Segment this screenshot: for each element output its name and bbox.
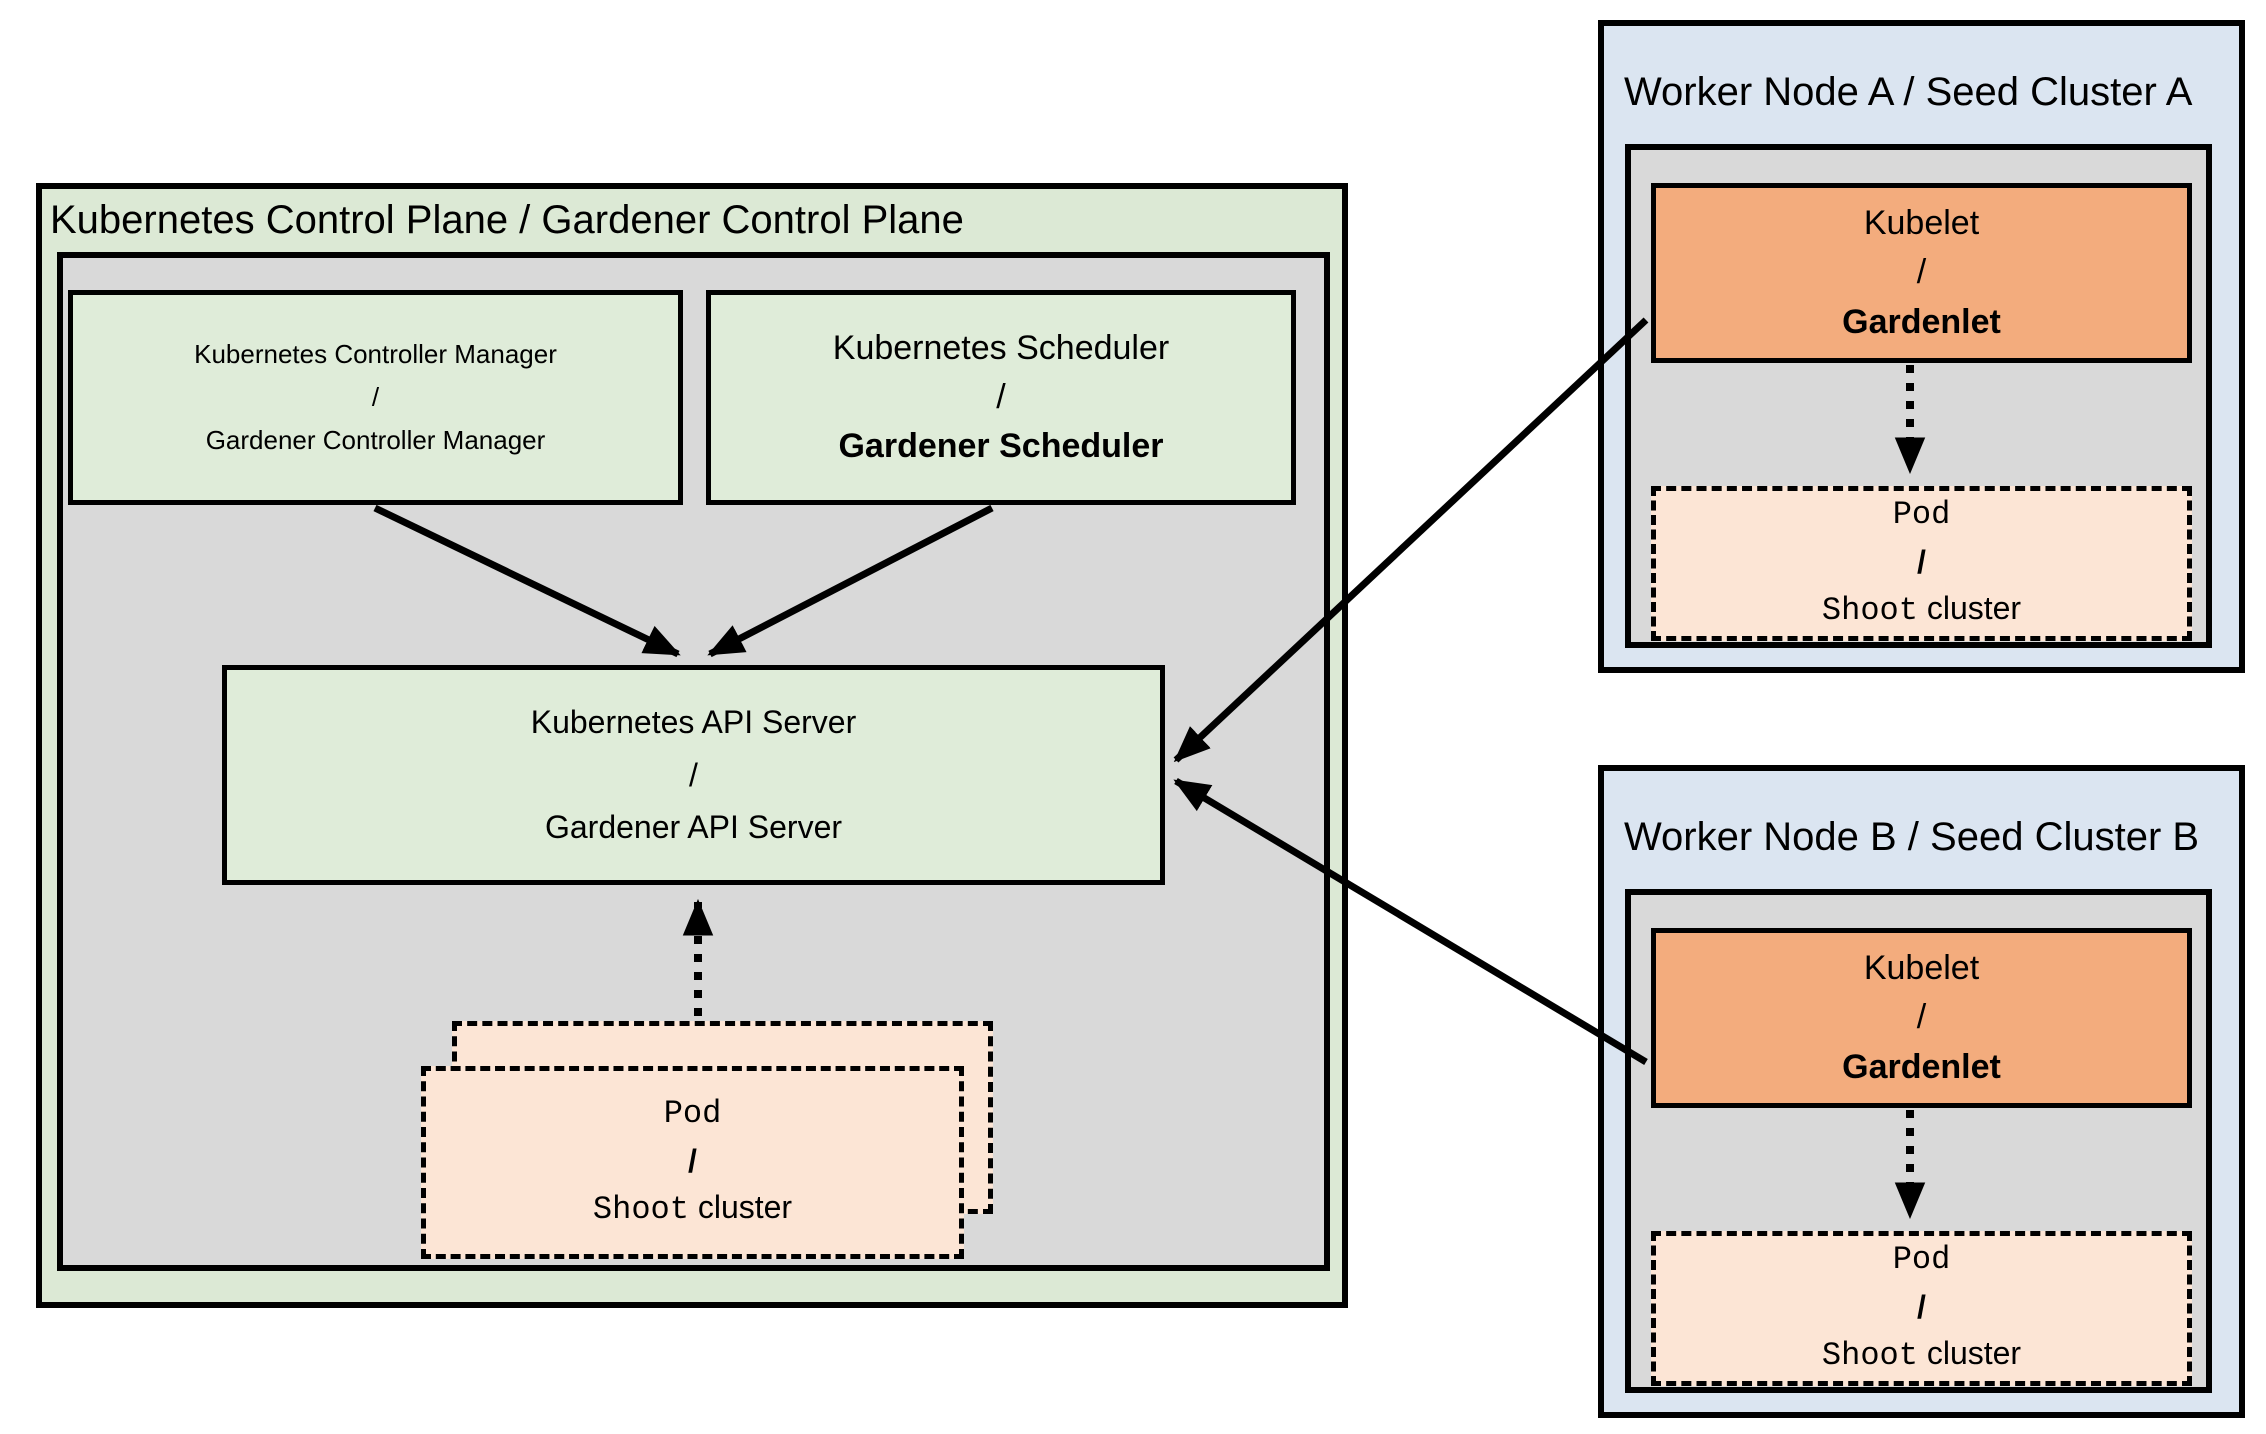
worker-node-a-inner-area: Kubelet / Gardenlet Pod / Shoot cluster [1625, 144, 2212, 648]
controller-manager-separator: / [371, 382, 380, 413]
pod-shoot-a-box: Pod / Shoot cluster [1651, 486, 2192, 641]
pod-stack-line2: Shoot cluster [593, 1184, 792, 1233]
kubelet-b-separator: / [1916, 998, 1927, 1037]
kubelet-b-line2: Gardenlet [1842, 1047, 2001, 1086]
worker-node-a-title: Worker Node A / Seed Cluster A [1624, 69, 2193, 114]
kubelet-a-box: Kubelet / Gardenlet [1651, 183, 2192, 363]
pod-shoot-b-box: Pod / Shoot cluster [1651, 1231, 2192, 1386]
api-server-separator: / [689, 756, 698, 793]
kubelet-b-line1: Kubelet [1863, 949, 1980, 988]
kubelet-a-line1: Kubelet [1863, 204, 1980, 243]
control-plane-title: Kubernetes Control Plane / Gardener Cont… [50, 198, 964, 242]
pod-b-line2-sans: cluster [1917, 1335, 2022, 1372]
pod-a-line1: Pod [1892, 496, 1951, 534]
controller-manager-box: Kubernetes Controller Manager / Gardener… [68, 290, 683, 505]
scheduler-line2: Gardener Scheduler [838, 427, 1164, 466]
controller-manager-line1: Kubernetes Controller Manager [194, 339, 557, 370]
scheduler-box: Kubernetes Scheduler / Gardener Schedule… [706, 290, 1296, 505]
kubelet-a-line2: Gardenlet [1842, 302, 2001, 341]
pod-b-line2-mono: Shoot [1821, 1337, 1918, 1375]
kubelet-b-box: Kubelet / Gardenlet [1651, 928, 2192, 1108]
scheduler-separator: / [996, 377, 1006, 416]
pod-stack-separator: / [688, 1142, 697, 1179]
pod-a-line2: Shoot cluster [1822, 585, 2021, 634]
worker-node-b-inner-area: Kubelet / Gardenlet Pod / Shoot cluster [1625, 889, 2212, 1393]
pod-b-separator: / [1917, 1288, 1926, 1325]
worker-node-b-title: Worker Node B / Seed Cluster B [1624, 814, 2200, 859]
pod-stack-line2-sans: cluster [688, 1189, 793, 1226]
api-server-line1: Kubernetes API Server [530, 703, 857, 740]
scheduler-line1: Kubernetes Scheduler [832, 328, 1170, 367]
controller-manager-line2: Gardener Controller Manager [205, 424, 546, 455]
pod-stack-line2-mono: Shoot [592, 1191, 689, 1229]
api-server-line2: Gardener API Server [544, 809, 843, 846]
worker-node-b-box: Worker Node B / Seed Cluster B Kubelet /… [1598, 765, 2245, 1418]
worker-node-a-box: Worker Node A / Seed Cluster A Kubelet /… [1598, 20, 2245, 673]
pod-a-line2-mono: Shoot [1821, 592, 1918, 630]
pod-b-line1: Pod [1892, 1241, 1951, 1279]
pod-stack-line1: Pod [663, 1095, 722, 1133]
pod-shoot-stack-front-box: Pod / Shoot cluster [421, 1066, 964, 1259]
pod-b-line2: Shoot cluster [1822, 1330, 2021, 1379]
api-server-box: Kubernetes API Server / Gardener API Ser… [222, 665, 1165, 885]
pod-a-separator: / [1917, 543, 1926, 580]
pod-a-line2-sans: cluster [1917, 590, 2022, 627]
kubelet-a-separator: / [1916, 253, 1927, 292]
